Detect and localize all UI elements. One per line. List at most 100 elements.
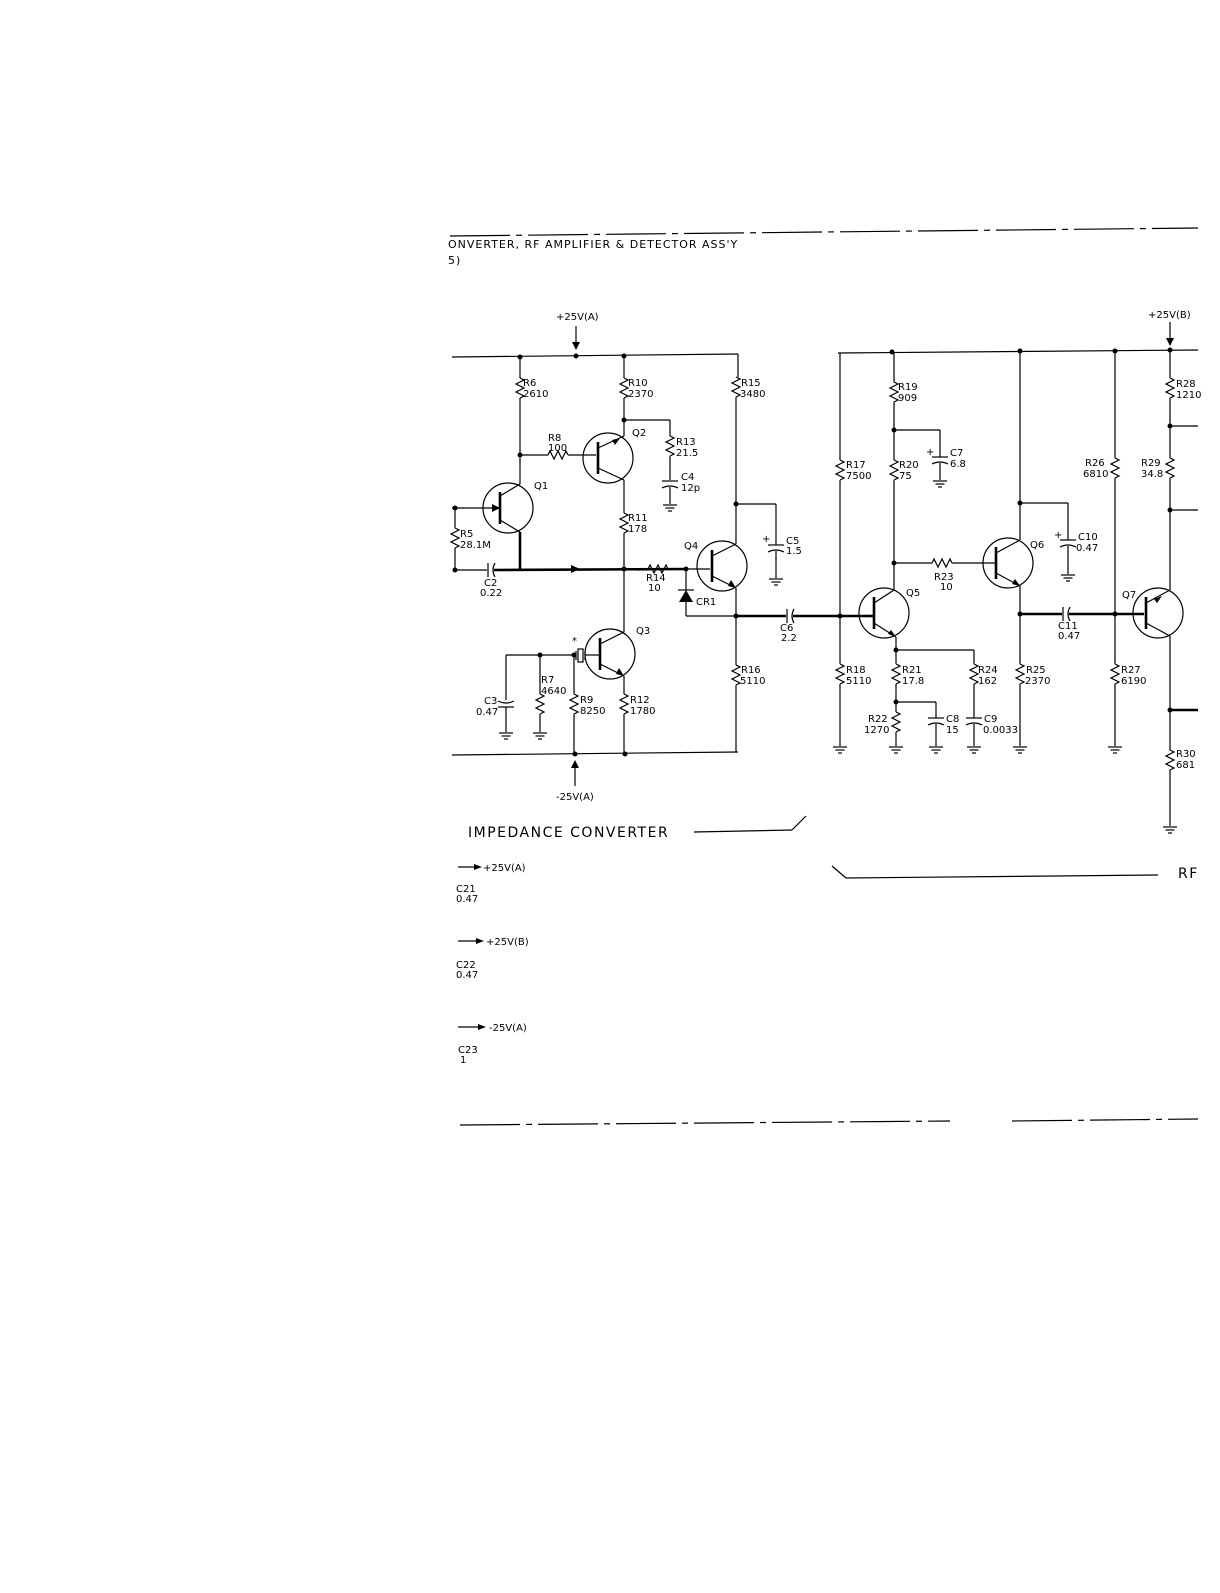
junction-dot bbox=[889, 349, 895, 355]
label-resistors-r26-val: 6810 bbox=[1083, 469, 1108, 480]
label-capacitors-c2-ref: C2 bbox=[484, 578, 497, 589]
arrow-head bbox=[474, 864, 482, 870]
wire bbox=[873, 589, 895, 604]
label-resistors-r7-ref: R7 bbox=[541, 675, 554, 686]
label-resistors-r23-val: 10 bbox=[940, 582, 953, 593]
resistor-r25 bbox=[1014, 663, 1026, 685]
label-resistors-r21-val: 17.8 bbox=[902, 676, 924, 687]
label-capacitors-c9-val: 0.0033 bbox=[983, 725, 1018, 736]
label-resistors-r16-val: 5110 bbox=[740, 676, 765, 687]
ground-symbol bbox=[832, 746, 848, 754]
label-resistors-r6-ref: R6 bbox=[523, 378, 536, 389]
label-capacitors-c3-ref: C3 bbox=[484, 696, 497, 707]
resistor-r22 bbox=[890, 711, 902, 733]
label-transistors-1: Q2 bbox=[632, 428, 646, 439]
wire bbox=[791, 815, 807, 831]
wire bbox=[1145, 589, 1171, 604]
supply-label-p25b: +25V(B) bbox=[1148, 310, 1191, 321]
transistor-q6 bbox=[982, 537, 1034, 589]
wire bbox=[711, 543, 737, 557]
label-diode: CR1 bbox=[696, 597, 716, 608]
label-capacitors-c2-val: 0.22 bbox=[480, 588, 502, 599]
label-resistors-r16-ref: R16 bbox=[741, 665, 761, 676]
label-resistors-r25-val: 2370 bbox=[1025, 676, 1050, 687]
wire bbox=[661, 485, 679, 489]
wire bbox=[492, 562, 496, 578]
label-capacitors-c5-ref: C5 bbox=[786, 536, 799, 547]
wire bbox=[965, 722, 983, 726]
label-capacitors-c9-ref: C9 bbox=[984, 714, 997, 725]
label-legend-1-supply: +25V(B) bbox=[486, 937, 529, 948]
label-transistors-3: Q4 bbox=[684, 541, 698, 552]
arrow-head bbox=[612, 438, 620, 445]
wire bbox=[597, 435, 625, 449]
crystal-element bbox=[577, 648, 584, 663]
resistor-r19 bbox=[888, 381, 900, 403]
resistor-r13 bbox=[664, 435, 676, 457]
resistor-r10 bbox=[618, 377, 630, 399]
label-capacitors-c4-val: 12p bbox=[681, 483, 700, 494]
label-resistors-r12-ref: R12 bbox=[630, 695, 650, 706]
label-resistors-r8-val: 100 bbox=[548, 443, 567, 454]
section-label-rf: RF bbox=[1178, 866, 1199, 882]
label-resistors-r17-val: 7500 bbox=[846, 471, 871, 482]
label-capacitors-c8-ref: C8 bbox=[946, 714, 959, 725]
wire bbox=[845, 874, 1159, 879]
ground-symbol bbox=[532, 732, 548, 740]
label-capacitors-c11-ref: C11 bbox=[1058, 621, 1078, 632]
arrow-head bbox=[1012, 579, 1020, 586]
label-resistors-r10-val: 2370 bbox=[628, 389, 653, 400]
resistor-r30 bbox=[1164, 749, 1176, 771]
supply-arrow-p25a bbox=[572, 342, 580, 350]
resistor-r11 bbox=[618, 512, 630, 534]
label-capacitors-c4-ref: C4 bbox=[681, 472, 694, 483]
label-legend-0-cap_ref: C21 bbox=[456, 884, 476, 895]
label-resistors-r28-val: 1210 bbox=[1176, 390, 1201, 401]
label-resistors-r7-val: 4640 bbox=[541, 686, 566, 697]
wire bbox=[767, 549, 785, 553]
label-transistors-5: Q6 bbox=[1030, 540, 1044, 551]
ground-symbol bbox=[1060, 574, 1076, 582]
polarity-mark: + bbox=[1054, 530, 1062, 541]
label-resistors-r18-ref: R18 bbox=[846, 665, 866, 676]
resistor-r29 bbox=[1164, 457, 1176, 479]
rail-m25a bbox=[451, 751, 739, 756]
label-transistors-6: Q7 bbox=[1122, 590, 1136, 601]
frame-top-line bbox=[449, 227, 1199, 237]
polarity-mark: + bbox=[926, 447, 934, 458]
label-resistors-r19-ref: R19 bbox=[898, 382, 918, 393]
ground-symbol bbox=[498, 732, 514, 740]
arrow-head bbox=[616, 668, 624, 676]
supply-arrow-p25b bbox=[1166, 338, 1174, 346]
label-resistors-r11-val: 178 bbox=[628, 524, 647, 535]
resistor-r18 bbox=[834, 663, 846, 685]
label-capacitors-c3-val: 0.47 bbox=[476, 707, 498, 718]
label-resistors-r29-ref: R29 bbox=[1141, 458, 1161, 469]
label-transistors-2: Q3 bbox=[636, 626, 650, 637]
label-resistors-r17-ref: R17 bbox=[846, 460, 866, 471]
wire bbox=[931, 461, 949, 465]
ground-symbol bbox=[928, 746, 944, 754]
arrow-head bbox=[888, 630, 896, 637]
supply-label-p25a: +25V(A) bbox=[556, 312, 599, 323]
label-resistors-r5-ref: R5 bbox=[460, 529, 473, 540]
polarity-mark: + bbox=[762, 534, 770, 545]
label-capacitors-c11-val: 0.47 bbox=[1058, 631, 1080, 642]
ground-symbol bbox=[768, 578, 784, 586]
transistor-q2 bbox=[582, 432, 634, 484]
ground-symbol bbox=[888, 746, 904, 754]
label-marker: * bbox=[572, 636, 577, 647]
label-resistors-r13-val: 21.5 bbox=[676, 448, 698, 459]
supply-label-m25a: -25V(A) bbox=[556, 792, 594, 803]
section-label-impedance-converter: IMPEDANCE CONVERTER bbox=[468, 825, 669, 841]
label-resistors-r9-val: 8250 bbox=[580, 706, 605, 717]
label-resistors-r13-ref: R13 bbox=[676, 437, 696, 448]
arrow-head bbox=[476, 938, 484, 944]
label-resistors-r30-ref: R30 bbox=[1176, 749, 1196, 760]
ground-symbol bbox=[966, 746, 982, 754]
junction-dot bbox=[572, 751, 578, 757]
resistor-r27 bbox=[1109, 663, 1121, 685]
junction-dot bbox=[573, 353, 579, 359]
